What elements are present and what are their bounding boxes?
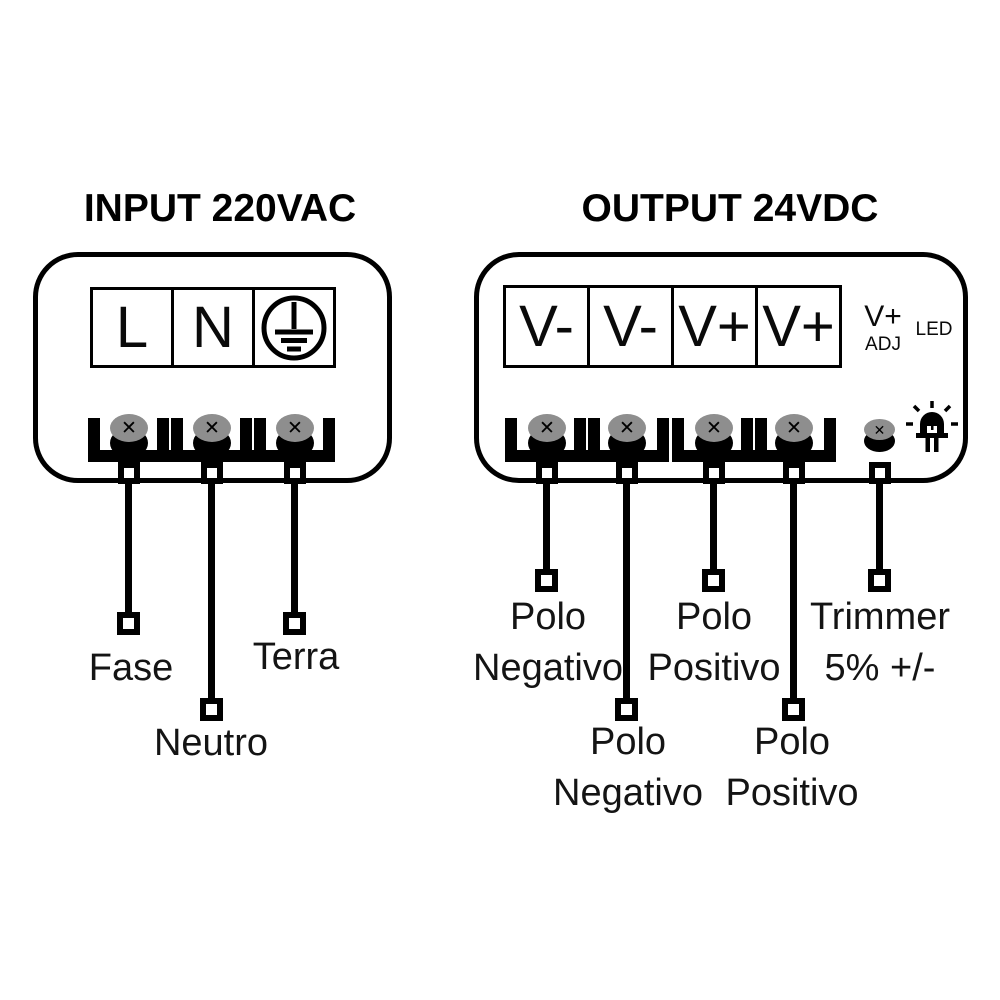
screw-head-icon: ✕ [695, 414, 733, 443]
wire-end-terminal [283, 612, 306, 635]
screw-head-icon: ✕ [276, 414, 314, 443]
wire-label-fase: Fase [88, 647, 174, 689]
wire-terra [291, 480, 298, 616]
wire-polo-negativo-1 [543, 480, 550, 573]
input-terminal-labels: L N [90, 287, 336, 368]
wire-label-polo-negativo-1: Polo Negativo [463, 592, 633, 694]
wire-fase [125, 480, 132, 616]
terminal-label-vminus: V- [603, 294, 658, 359]
wire-label-terra: Terra [252, 636, 340, 678]
label-line1: Polo [509, 596, 587, 638]
label-line1: Polo [675, 596, 753, 638]
label-line2: 5% +/- [824, 647, 936, 689]
screw-terminal-N: ✕ [193, 414, 231, 458]
wire-end-terminal [117, 612, 140, 635]
terminal-label-vplus: V+ [678, 294, 751, 359]
adj-vplus-label: V+ [864, 300, 902, 333]
label-line1: Trimmer [810, 596, 950, 638]
screw-terminal-vplus-1: ✕ [695, 414, 733, 458]
wire-label-polo-negativo-2: Polo Negativo [543, 717, 713, 819]
wire-end-terminal [615, 698, 638, 721]
screw-head-icon: ✕ [110, 414, 148, 443]
terminal-cell-vplus-2: V+ [755, 285, 842, 368]
wire-polo-positivo-2 [790, 480, 797, 702]
screw-terminal-vplus-2: ✕ [775, 414, 813, 458]
led-indicator-icon [906, 400, 958, 461]
screw-terminal-ground: ✕ [276, 414, 314, 458]
wire-trimmer [876, 480, 883, 573]
terminal-label-vminus: V- [519, 294, 574, 359]
screw-head-icon: ✕ [528, 414, 566, 443]
wire-end-terminal [535, 569, 558, 592]
adj-sublabel: ADJ [865, 334, 901, 355]
wire-polo-negativo-2 [623, 480, 630, 702]
screw-terminal-vminus-2: ✕ [608, 414, 646, 458]
wire-end-terminal [200, 698, 223, 721]
screw-head-icon: ✕ [608, 414, 646, 443]
label-line2: Negativo [553, 772, 703, 814]
label-line2: Negativo [473, 647, 623, 689]
label-line2: Positivo [725, 772, 859, 814]
terminal-cell-vminus-1: V- [503, 285, 590, 368]
terminal-cell-ground [252, 287, 336, 368]
trimmer-screw: ✕ [864, 419, 895, 452]
terminal-cell-N: N [171, 287, 255, 368]
wire-label-neutro: Neutro [153, 722, 269, 764]
wire-label-polo-positivo-2: Polo Positivo [707, 717, 877, 819]
terminal-label-vplus: V+ [762, 294, 835, 359]
terminal-cell-vminus-2: V- [587, 285, 674, 368]
label-line1: Polo [753, 721, 831, 763]
voltage-adjust-label: V+ ADJ [852, 301, 914, 356]
screw-terminal-vminus-1: ✕ [528, 414, 566, 458]
terminal-label-N: N [192, 295, 234, 360]
output-terminal-labels: V- V- V+ V+ [503, 285, 842, 368]
screw-head-icon: ✕ [193, 414, 231, 443]
led-label: LED [915, 319, 953, 340]
screw-terminal-L: ✕ [110, 414, 148, 458]
terminal-label-L: L [115, 295, 149, 360]
screw-head-icon: ✕ [775, 414, 813, 443]
screw-head-icon: ✕ [864, 419, 895, 441]
input-title: INPUT 220VAC [83, 187, 357, 230]
wire-neutro [208, 480, 215, 702]
wire-end-terminal [782, 698, 805, 721]
label-line1: Polo [589, 721, 667, 763]
wire-polo-positivo-1 [710, 480, 717, 573]
output-title: OUTPUT 24VDC [581, 187, 879, 230]
terminal-cell-vplus-1: V+ [671, 285, 758, 368]
wire-end-terminal [868, 569, 891, 592]
wire-label-trimmer: Trimmer 5% +/- [795, 592, 965, 694]
wire-label-polo-positivo-1: Polo Positivo [629, 592, 799, 694]
protective-earth-icon [261, 295, 327, 360]
label-line2: Positivo [647, 647, 781, 689]
terminal-cell-L: L [90, 287, 174, 368]
wire-end-terminal [702, 569, 725, 592]
